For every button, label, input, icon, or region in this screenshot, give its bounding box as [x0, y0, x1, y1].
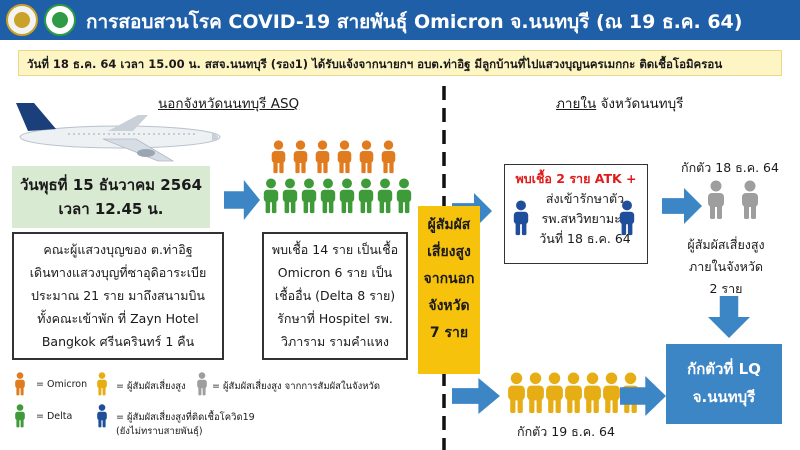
omicron-person-icon: [380, 140, 397, 178]
high-risk-person-icon: [544, 372, 565, 418]
arrow-right-icon: [662, 188, 702, 228]
lq-line: จ.นนทบุรี: [692, 388, 756, 406]
legend-high-risk-infected: = ผู้สัมผัสเสี่ยงสูงที่ติดเชื้อโควิด19: [116, 412, 255, 423]
arrival-date-box: วันพุธที่ 15 ธันวาคม 2564 เวลา 12.45 น.: [12, 166, 210, 228]
local-contacts-label: ผู้สัมผัสเสี่ยงสูง ภายในจังหวัด 2 ราย: [670, 234, 782, 300]
heading-suffix: จังหวัดนนทบุรี: [596, 96, 684, 112]
high-risk-contacts-box: ผู้สัมผัส เสี่ยงสูง จากนอก จังหวัด 7 ราย: [418, 206, 480, 374]
pilgrims-line: เดินทางแสวงบุญที่ซาอุดิอาระเบีย: [29, 265, 207, 280]
legend-infected-icon: [96, 404, 108, 432]
legend-omicron: = Omicron: [36, 379, 88, 390]
arrow-down-icon: [708, 296, 750, 342]
contacts-line: จากนอก: [423, 271, 475, 287]
left-section-heading: นอกจังหวัดนนทบุรี ASQ: [158, 96, 300, 112]
arrival-date: วันพุธที่ 15 ธันวาคม 2564: [19, 176, 203, 194]
right-section-heading: ภายใน จังหวัดนนทบุรี: [556, 92, 683, 114]
arrival-time: เวลา 12.45 น.: [58, 200, 164, 218]
legend-high-risk-local: = ผู้สัมผัสเสี่ยงสูง จากการสัมผัสในจังหว…: [212, 381, 381, 392]
contacts-line: ผู้สัมผัส: [427, 217, 471, 233]
legend-omicron-icon: [14, 372, 26, 400]
infected-line: รักษาที่ Hospitel รพ.: [277, 311, 393, 326]
pilgrims-line: Bangkok ศรีนครินทร์ 1 คืน: [41, 334, 195, 349]
omicron-person-icon: [336, 140, 353, 178]
high-risk-person-icon: [601, 372, 622, 418]
high-risk-person-icon: [525, 372, 546, 418]
omicron-person-icon: [292, 140, 309, 178]
ministry-seal-icon: [6, 4, 38, 36]
contacts-line: จังหวัด: [428, 298, 470, 314]
pilgrims-line: คณะผู้แสวงบุญของ ต.ท่าอิฐ: [43, 242, 193, 257]
infected-person-icon: [512, 200, 530, 240]
legend-high-risk-infected-note: (ยังไม่ทราบสายพันธุ์): [116, 426, 203, 437]
header-bar: [0, 0, 800, 40]
found-line: รพ.สหวิทยามะลิ: [541, 211, 629, 226]
legend-high-risk-icon: [96, 372, 108, 400]
moph-logo-icon: [44, 4, 76, 36]
contacts-line: เสี่ยงสูง: [427, 244, 471, 260]
info-banner: วันที่ 18 ธ.ค. 64 เวลา 15.00 น. สสจ.นนทบ…: [18, 50, 782, 76]
page-title: การสอบสวนโรค COVID-19 สายพันธุ์ Omicron …: [86, 11, 743, 33]
airplane-icon: [16, 103, 221, 162]
delta-person-icon: [300, 178, 318, 218]
legend-high-risk: = ผู้สัมผัสเสี่ยงสูง: [116, 381, 186, 392]
infected-line: เชื้ออื่น (Delta 8 ราย): [274, 288, 396, 303]
infected-info-box: พบเชื้อ 14 ราย เป็นเชื้อ Omicron 6 ราย เ…: [262, 232, 408, 360]
infected-line: วิภาราม รามคำแหง: [281, 334, 389, 349]
delta-person-icon: [281, 178, 299, 218]
omicron-person-icon: [270, 140, 287, 178]
legend-delta-icon: [14, 404, 26, 432]
infected-line: Omicron 6 ราย เป็น: [277, 265, 393, 280]
found-line: ส่งเข้ารักษาตัว: [545, 191, 625, 206]
delta-person-icon: [319, 178, 337, 218]
quarantine-date-bottom: กักตัว 19 ธ.ค. 64: [517, 424, 615, 439]
delta-person-icon: [395, 178, 413, 218]
quarantine-date-top: กักตัว 18 ธ.ค. 64: [681, 160, 779, 175]
pilgrims-line: ประมาณ 21 ราย มาถึงสนามบิน: [31, 288, 205, 303]
local-contacts-line: 2 ราย: [709, 281, 743, 296]
delta-person-icon: [376, 178, 394, 218]
omicron-person-icon: [358, 140, 375, 178]
local-contacts-line: ผู้สัมผัสเสี่ยงสูง: [687, 237, 765, 252]
infected-person-icon: [618, 200, 636, 240]
delta-person-icon: [262, 178, 280, 218]
contacts-line: 7 ราย: [429, 325, 469, 341]
local-contact-person-icon: [706, 180, 726, 224]
pilgrims-line: ทั้งคณะเข้าพัก ที่ Zayn Hotel: [37, 311, 199, 326]
heading-prefix: ภายใน: [556, 96, 597, 112]
high-risk-person-icon: [506, 372, 527, 418]
arrow-right-icon: [620, 376, 666, 420]
high-risk-person-icon: [582, 372, 603, 418]
infected-line: พบเชื้อ 14 ราย เป็นเชื้อ: [271, 242, 399, 257]
legend-local-icon: [196, 372, 208, 400]
omicron-person-icon: [314, 140, 331, 178]
high-risk-person-icon: [563, 372, 584, 418]
arrow-right-icon: [452, 378, 500, 418]
found-line: วันที่ 18 ธ.ค. 64: [539, 231, 631, 246]
legend-delta: = Delta: [36, 411, 73, 422]
local-contacts-line: ภายในจังหวัด: [688, 259, 764, 274]
pilgrims-info-box: คณะผู้แสวงบุญของ ต.ท่าอิฐ เดินทางแสวงบุญ…: [12, 232, 224, 360]
arrow-right-icon: [224, 180, 260, 224]
lq-line: กักตัวที่ LQ: [687, 360, 761, 378]
delta-person-icon: [357, 178, 375, 218]
lq-quarantine-box: กักตัวที่ LQ จ.นนทบุรี: [666, 344, 782, 424]
delta-person-icon: [338, 178, 356, 218]
found-positive-count: พบเชื้อ 2 ราย ATK +: [515, 171, 637, 186]
local-contact-person-icon: [740, 180, 760, 224]
